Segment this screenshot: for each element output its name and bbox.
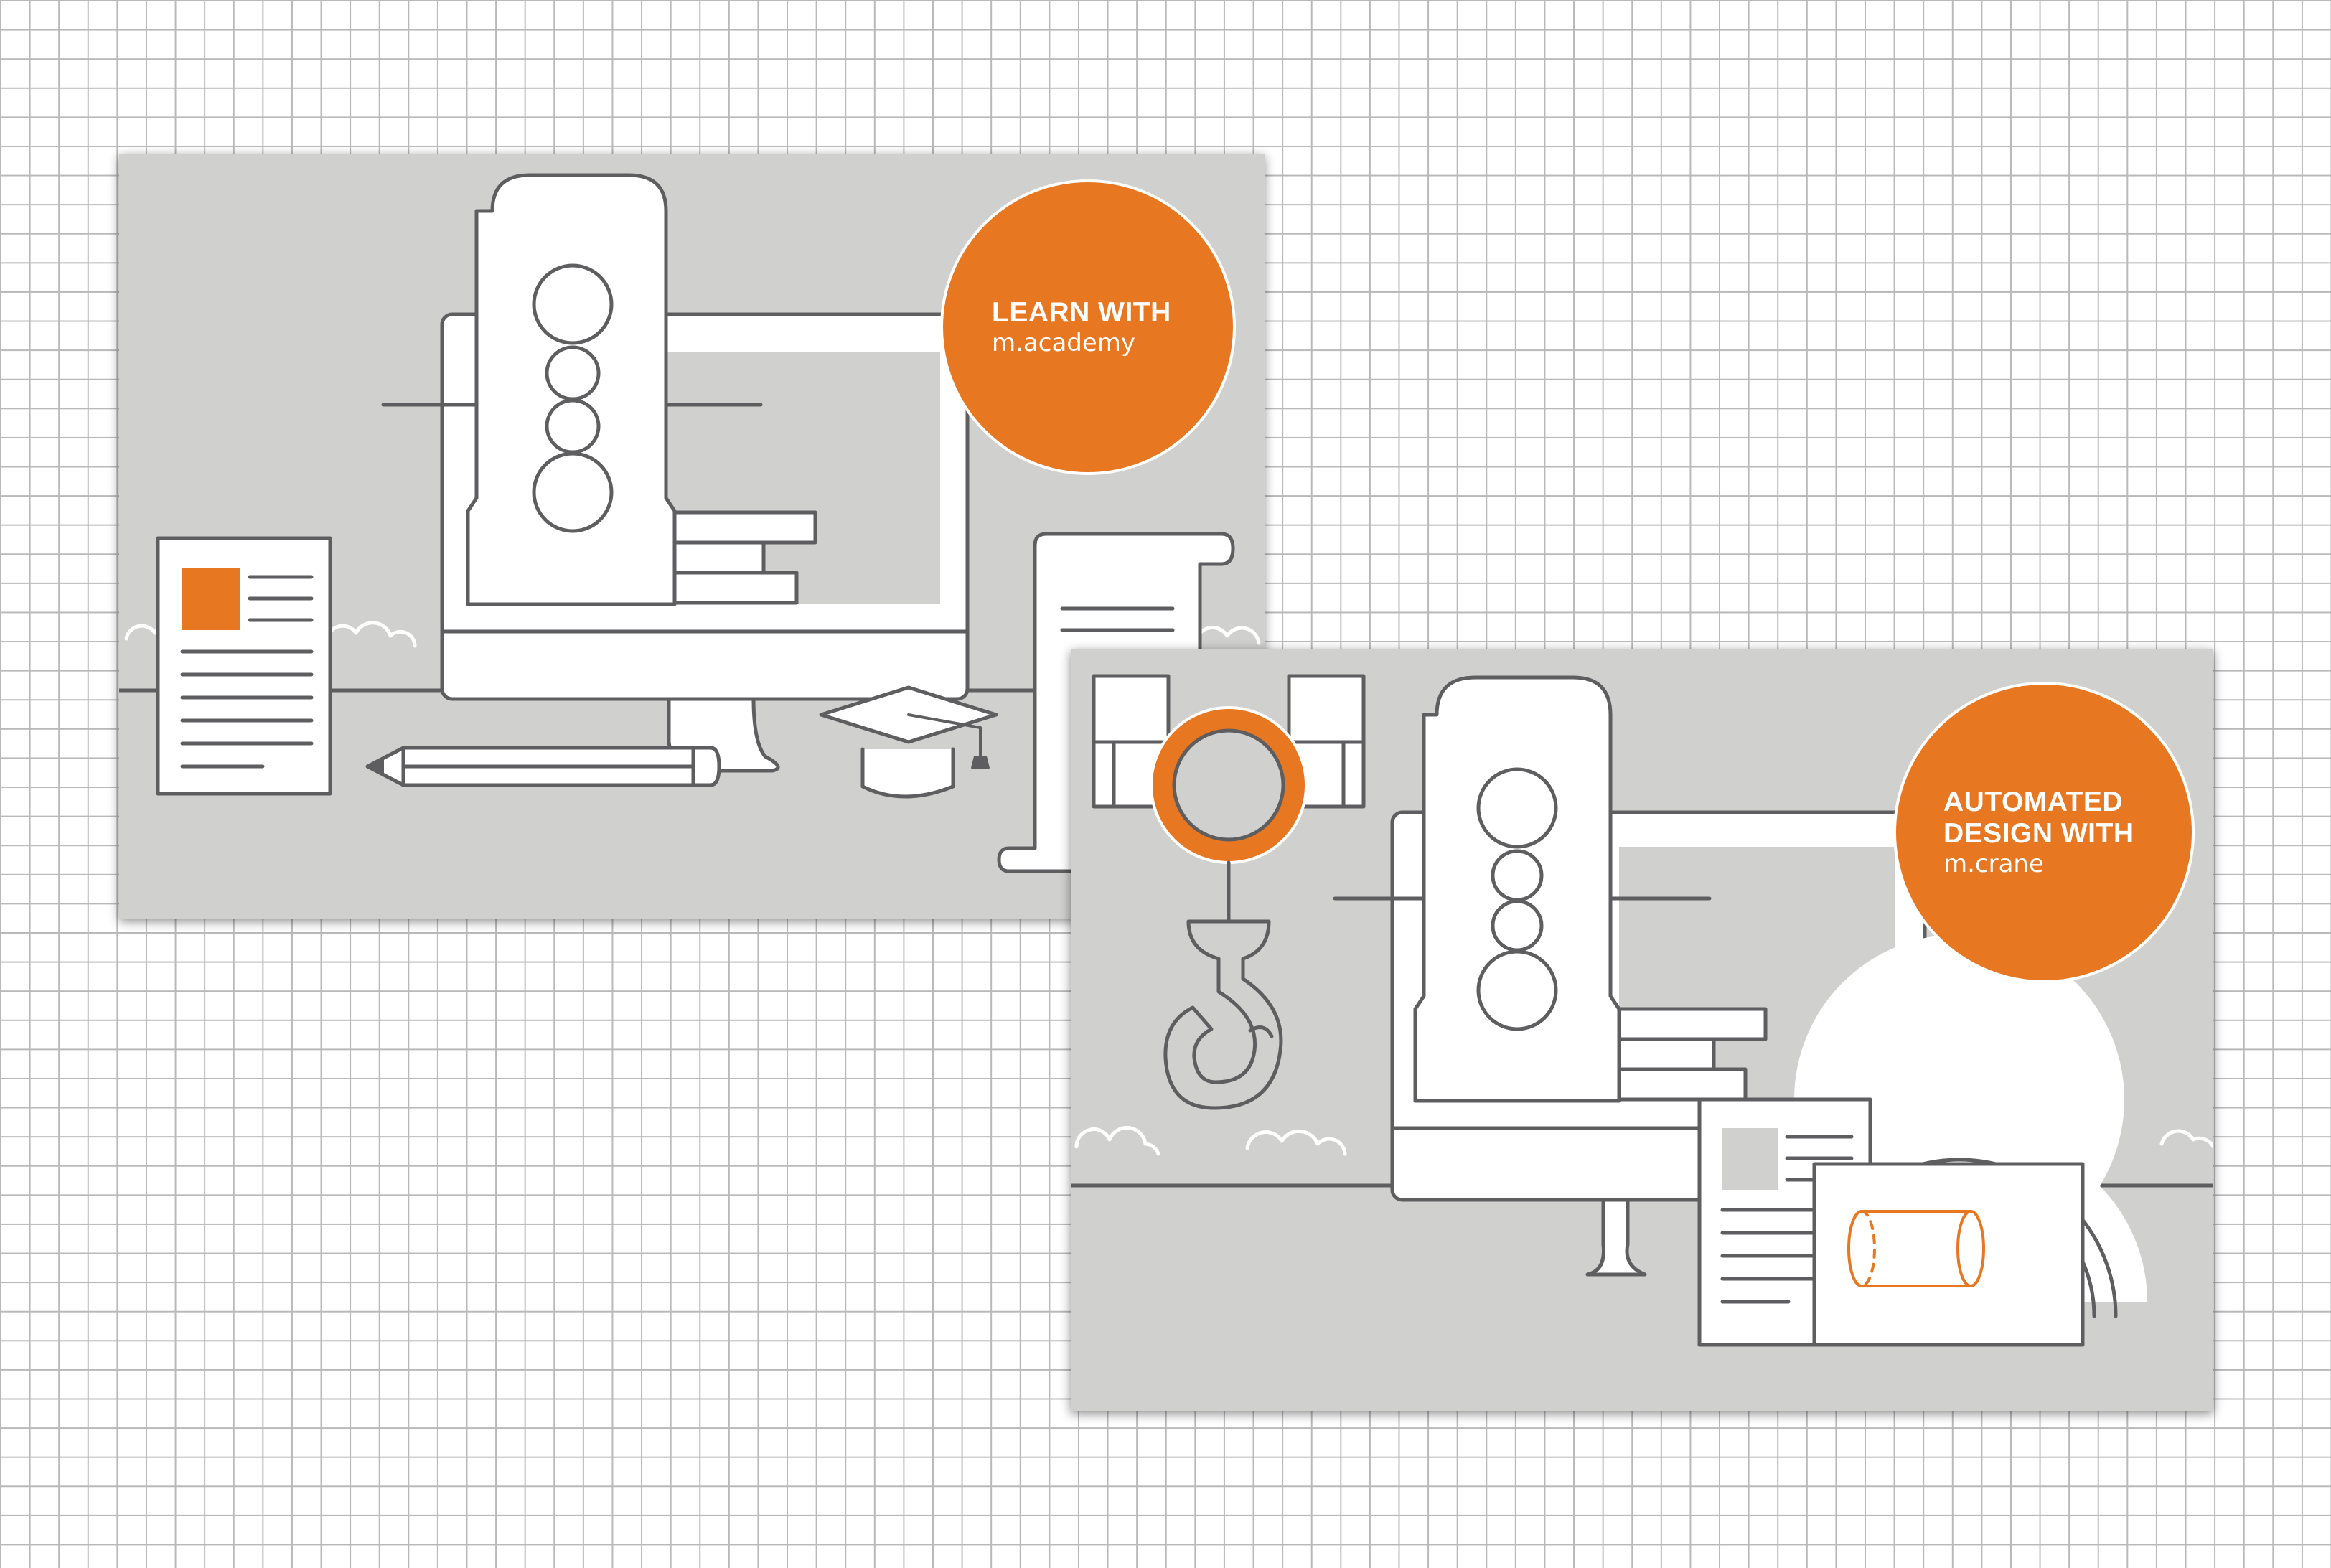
badge-heading: LEARN WITH — [992, 297, 1171, 328]
crane-illustration — [1071, 674, 2213, 1347]
crane-tower-icon — [466, 173, 677, 606]
resume-icon — [156, 536, 332, 796]
badge-heading: AUTOMATED DESIGN WITH — [1943, 787, 2134, 849]
cylinder-model-icon — [1812, 1162, 2085, 1347]
badge-product-name: m.crane — [1943, 850, 2044, 878]
card-learn: LEARN WITH m.academy — [119, 154, 1265, 919]
card-automated-design: AUTOMATED DESIGN WITH m.crane — [1071, 649, 2213, 1411]
crane-tower-icon — [1413, 675, 1621, 1103]
graduation-cap-icon — [819, 685, 998, 799]
academy-illustration — [119, 173, 1265, 873]
badge-product-name: m.academy — [992, 329, 1136, 357]
crane-trolley-icon — [1092, 674, 1366, 924]
pencil-icon — [365, 746, 721, 787]
product-badge: LEARN WITH m.academy — [940, 179, 1236, 475]
crane-hook-icon — [1163, 919, 1283, 1110]
product-badge: AUTOMATED DESIGN WITH m.crane — [1893, 682, 2195, 983]
